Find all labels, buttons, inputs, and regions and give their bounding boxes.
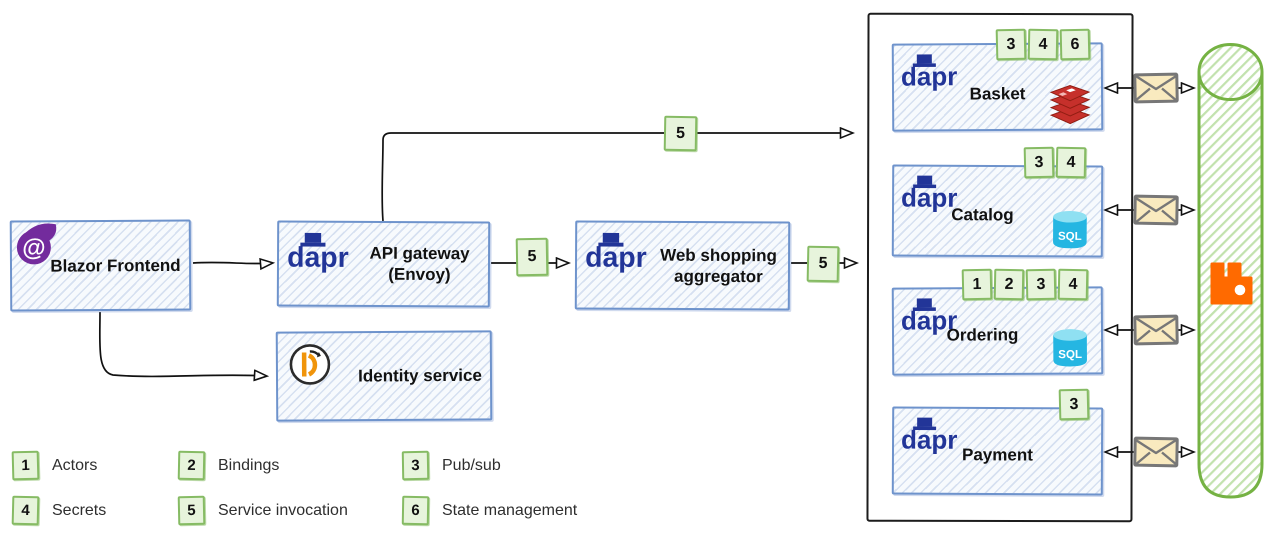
svg-text:dapr: dapr — [901, 305, 958, 335]
svg-text:dapr: dapr — [901, 61, 958, 91]
dapr-icon: dapr — [901, 417, 958, 455]
node-label: Web shopping aggregator — [660, 245, 777, 286]
node-identity-service: Identity service — [275, 330, 493, 422]
ordering-badge-row: 1 2 3 4 — [961, 268, 1089, 301]
dapr-icon: dapr — [901, 298, 958, 336]
dapr-icon: dapr — [585, 232, 647, 274]
building-block-badge: 4 — [1027, 28, 1059, 61]
building-block-badge: 2 — [993, 268, 1025, 301]
arrow-gateway-to-services — [381, 133, 852, 222]
envelope-icons — [1133, 72, 1179, 468]
legend-badge: 4 — [11, 495, 40, 526]
legend-badge: 1 — [11, 450, 40, 481]
node-basket: dapr Basket — [891, 42, 1104, 132]
legend-label: Actors — [52, 456, 98, 474]
svg-text:dapr: dapr — [901, 424, 958, 454]
legend-label: Pub/sub — [442, 456, 501, 474]
node-label: API gateway (Envoy) — [369, 243, 470, 285]
svg-text:dapr: dapr — [901, 182, 958, 212]
redis-icon — [1049, 85, 1091, 125]
sql-icon: SQL — [1053, 211, 1087, 249]
basket-badge-row: 3 4 6 — [995, 28, 1091, 61]
dapr-icon: dapr — [901, 54, 958, 92]
message-bus-cylinder — [1197, 43, 1264, 499]
payment-badge-row: 3 — [1058, 388, 1090, 421]
node-label: Payment — [961, 445, 1033, 465]
legend-label: State management — [442, 501, 578, 519]
envelope-icon — [1133, 72, 1179, 104]
legend-item-service-invocation: 5 Service invocation — [177, 495, 348, 526]
legend-item-bindings: 2 Bindings — [177, 450, 280, 481]
node-blazor-frontend: @ Blazor Frontend — [9, 219, 192, 312]
legend-badge: 3 — [401, 450, 430, 481]
envelope-icon — [1133, 194, 1179, 226]
node-label: Identity service — [358, 365, 482, 386]
svg-text:dapr: dapr — [585, 242, 647, 274]
envelope-icon — [1133, 436, 1179, 468]
legend-item-secrets: 4 Secrets — [11, 495, 107, 526]
building-block-badge: 1 — [961, 268, 993, 301]
node-label: Blazor Frontend — [50, 255, 181, 276]
legend-item-actors: 1 Actors — [11, 450, 98, 481]
legend-badge: 5 — [177, 495, 206, 526]
node-api-gateway: dapr API gateway (Envoy) — [276, 220, 491, 308]
arrow-blazor-to-gateway — [192, 262, 272, 263]
legend-badge: 6 — [401, 495, 430, 526]
envelope-icon — [1133, 314, 1179, 346]
dapr-icon: dapr — [901, 175, 958, 213]
node-catalog: dapr Catalog SQL — [891, 164, 1104, 258]
node-web-shopping-aggregator: dapr Web shopping aggregator — [574, 220, 791, 311]
legend-label: Secrets — [52, 501, 107, 519]
service-invocation-badge: 5 — [663, 115, 698, 152]
svg-text:dapr: dapr — [287, 242, 349, 274]
dapr-icon: dapr — [287, 232, 349, 274]
legend-label: Bindings — [218, 456, 280, 474]
arrow-blazor-to-identity — [98, 311, 266, 376]
legend-label: Service invocation — [218, 501, 348, 519]
node-ordering: dapr Ordering SQL — [891, 286, 1104, 376]
svg-text:@: @ — [22, 234, 46, 261]
catalog-badge-row: 3 4 — [1023, 146, 1087, 179]
building-block-badge: 3 — [1058, 388, 1090, 421]
service-invocation-badge: 5 — [515, 237, 549, 277]
sql-icon: SQL — [1053, 329, 1087, 367]
building-block-badge: 4 — [1055, 146, 1087, 179]
rabbitmq-icon — [1210, 262, 1253, 305]
building-block-badge: 3 — [1025, 268, 1057, 301]
legend-badge: 2 — [177, 450, 206, 481]
building-block-badge: 3 — [995, 28, 1027, 61]
node-payment: dapr Payment — [891, 406, 1104, 496]
building-block-badge: 4 — [1057, 268, 1089, 301]
service-invocation-badge: 5 — [806, 245, 840, 283]
legend-item-pubsub: 3 Pub/sub — [401, 450, 501, 481]
sql-label: SQL — [1058, 349, 1082, 361]
building-block-badge: 3 — [1023, 146, 1055, 179]
building-block-badge: 6 — [1059, 28, 1091, 61]
identityserver-icon — [289, 344, 331, 385]
sql-label: SQL — [1058, 231, 1082, 243]
legend-item-state-management: 6 State management — [401, 495, 578, 526]
blazor-icon: @ — [16, 223, 57, 265]
